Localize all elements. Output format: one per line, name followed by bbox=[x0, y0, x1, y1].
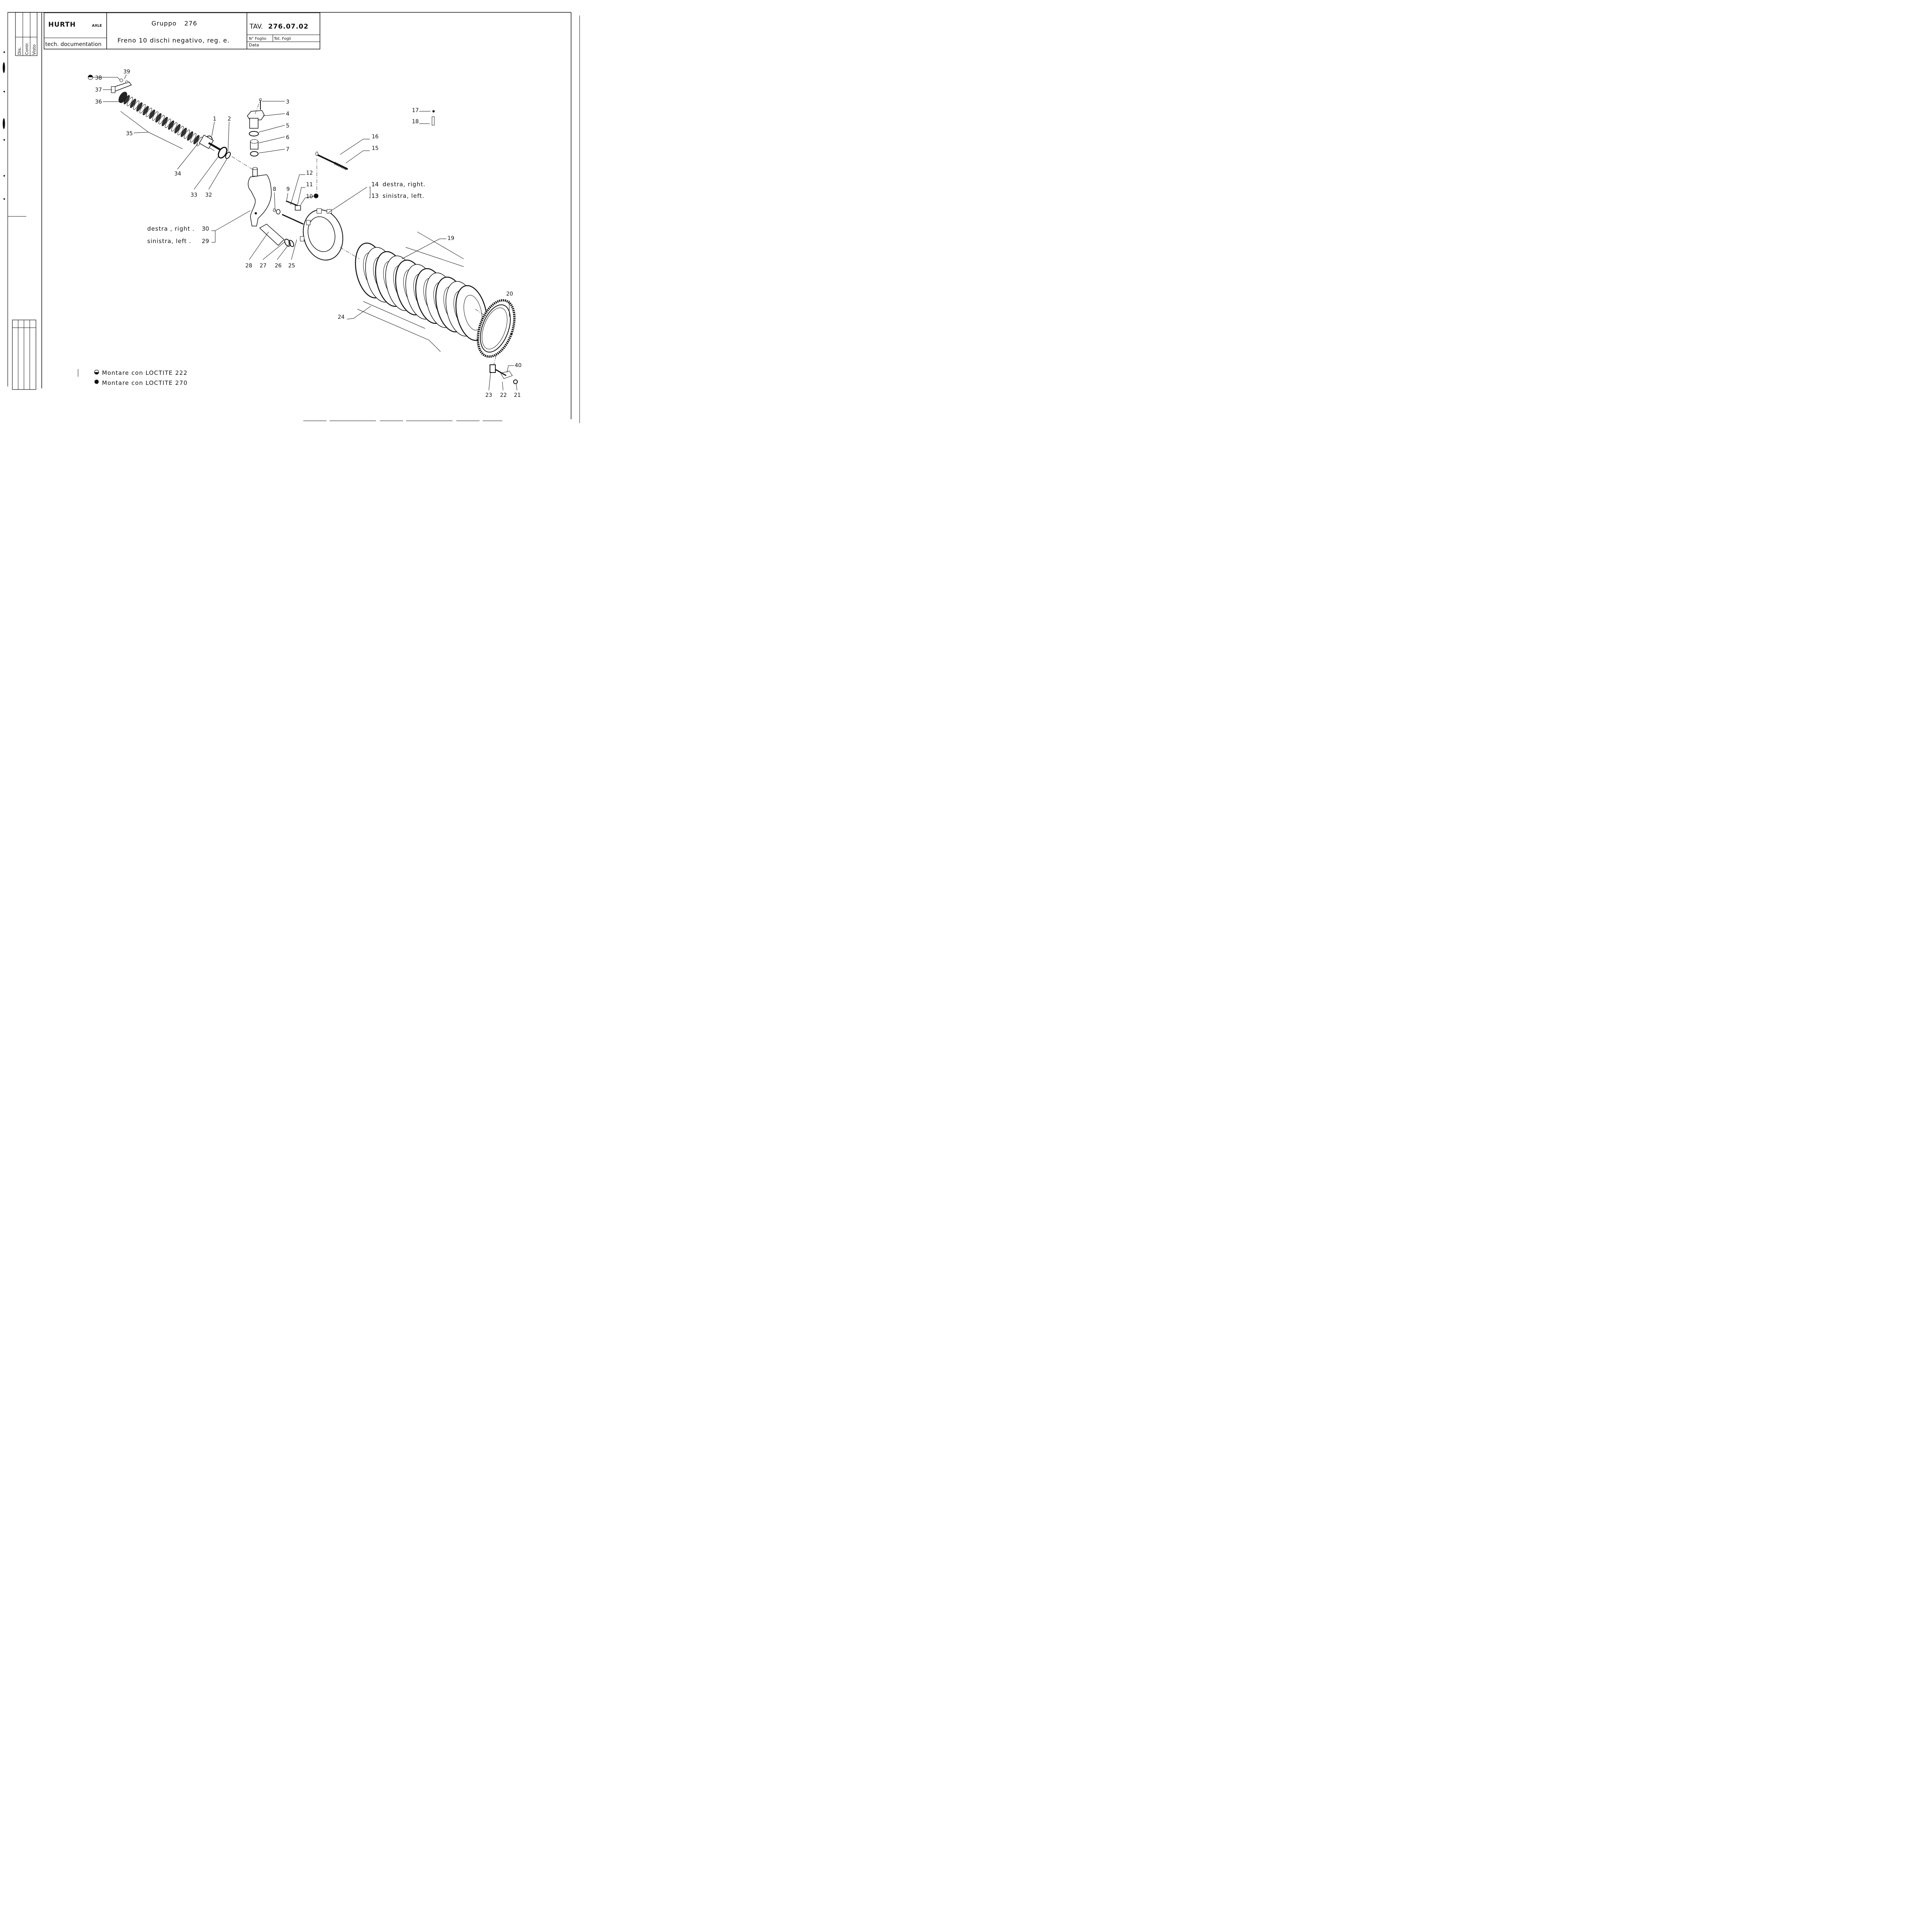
signature-label-contr: Contr. bbox=[24, 42, 29, 55]
adjustment-pins bbox=[273, 200, 304, 225]
signature-label-visto: Visto bbox=[32, 44, 37, 55]
table-number: 276.07.02 bbox=[268, 23, 309, 31]
ball-17 bbox=[432, 110, 435, 112]
callout-18: 18 bbox=[412, 119, 419, 125]
hurth-logo: HURTH AXLE bbox=[48, 21, 102, 29]
legend-loctite-270: Montare con LOCTITE 270 bbox=[102, 379, 188, 386]
callout-13: 13 bbox=[371, 192, 379, 199]
callout-5: 5 bbox=[286, 123, 289, 129]
group-label: Gruppo bbox=[151, 20, 177, 27]
callout-34: 34 bbox=[174, 171, 181, 177]
callout-11: 11 bbox=[306, 182, 313, 188]
callout-17: 17 bbox=[412, 107, 419, 114]
callout-14: 14 bbox=[371, 181, 379, 188]
department-label: tech. documentation bbox=[45, 41, 102, 48]
callout-36: 36 bbox=[95, 99, 102, 105]
callout-13-side: sinistra, left. bbox=[383, 192, 424, 199]
date-label: Data bbox=[249, 43, 259, 48]
callout-8: 8 bbox=[273, 186, 276, 192]
drawing-sheet: Dis. Contr. Visto HURTH AXLE tech. docum… bbox=[0, 0, 600, 424]
exploded-parts-drawing: Dis. Contr. Visto HURTH AXLE tech. docum… bbox=[3, 12, 580, 423]
callout-30-side: destra , right . bbox=[147, 225, 195, 232]
nipple-18 bbox=[432, 116, 435, 126]
sheet-number-label: N° Foglio bbox=[249, 37, 266, 41]
callout-10: 10 bbox=[306, 194, 313, 200]
title-block bbox=[44, 12, 320, 49]
sensor-assembly bbox=[490, 364, 518, 384]
callout-39: 39 bbox=[123, 69, 130, 75]
signature-label-dis: Dis. bbox=[17, 47, 22, 55]
callout-26: 26 bbox=[275, 263, 282, 269]
filled-dot-icon bbox=[94, 379, 99, 384]
group-number: 276 bbox=[184, 20, 197, 27]
callout-29-side: sinistra, left . bbox=[147, 238, 191, 245]
callout-6: 6 bbox=[286, 134, 289, 141]
callout-2: 2 bbox=[228, 116, 231, 122]
callout-1: 1 bbox=[213, 116, 216, 122]
callout-12: 12 bbox=[306, 170, 313, 176]
callout-37: 37 bbox=[95, 87, 102, 93]
callout-35: 35 bbox=[126, 131, 133, 137]
callout-3: 3 bbox=[286, 99, 289, 105]
lever-shaft bbox=[259, 224, 294, 247]
callout-33: 33 bbox=[190, 192, 197, 198]
callout-4: 4 bbox=[286, 111, 289, 117]
callout-27: 27 bbox=[260, 263, 267, 269]
callout-38: 38 bbox=[95, 75, 102, 81]
callout-9: 9 bbox=[286, 186, 290, 192]
callout-16: 16 bbox=[372, 134, 379, 140]
sheet-frame bbox=[3, 12, 580, 423]
callout-20: 20 bbox=[506, 291, 513, 297]
legend-loctite-222: Montare con LOCTITE 222 bbox=[102, 369, 188, 376]
callout-29: 29 bbox=[202, 238, 209, 245]
drawing-description: Freno 10 dischi negativo, reg. e. bbox=[117, 37, 230, 44]
ring-gear bbox=[476, 299, 516, 358]
callout-21: 21 bbox=[514, 392, 521, 398]
callout-30: 30 bbox=[202, 225, 209, 232]
callout-40: 40 bbox=[515, 362, 522, 369]
callout-15: 15 bbox=[372, 145, 379, 151]
loctite-270-mark-10 bbox=[314, 194, 318, 198]
logo-suffix: AXLE bbox=[92, 24, 102, 28]
callout-14-side: destra, right. bbox=[383, 181, 425, 188]
loctite-legend: Montare con LOCTITE 222 Montare con LOCT… bbox=[78, 369, 188, 386]
callout-25: 25 bbox=[288, 263, 295, 269]
callout-23: 23 bbox=[485, 392, 492, 398]
brake-lever bbox=[248, 167, 272, 226]
cover-assembly bbox=[247, 98, 265, 156]
callout-22: 22 bbox=[500, 392, 507, 398]
adjuster-bolt bbox=[315, 151, 348, 171]
bracket-assembly bbox=[111, 78, 132, 93]
callout-labels: 1 2 3 4 5 6 7 8 9 10 11 12 14 destra, ri… bbox=[95, 69, 522, 398]
callout-7: 7 bbox=[286, 146, 289, 153]
callout-32: 32 bbox=[205, 192, 212, 198]
logo-text: HURTH bbox=[48, 21, 76, 29]
centre-lines bbox=[231, 99, 497, 365]
callout-28: 28 bbox=[245, 263, 252, 269]
disc-pack bbox=[355, 242, 488, 341]
callout-24: 24 bbox=[338, 314, 345, 320]
spring-stack bbox=[118, 92, 231, 159]
callout-19: 19 bbox=[447, 235, 454, 242]
table-label: TAV. bbox=[249, 23, 263, 31]
pressure-plate bbox=[300, 208, 344, 261]
half-filled-dot-icon bbox=[94, 369, 99, 375]
leader-lines bbox=[93, 74, 517, 391]
total-sheets-label: Tot. Fogli bbox=[274, 37, 291, 41]
